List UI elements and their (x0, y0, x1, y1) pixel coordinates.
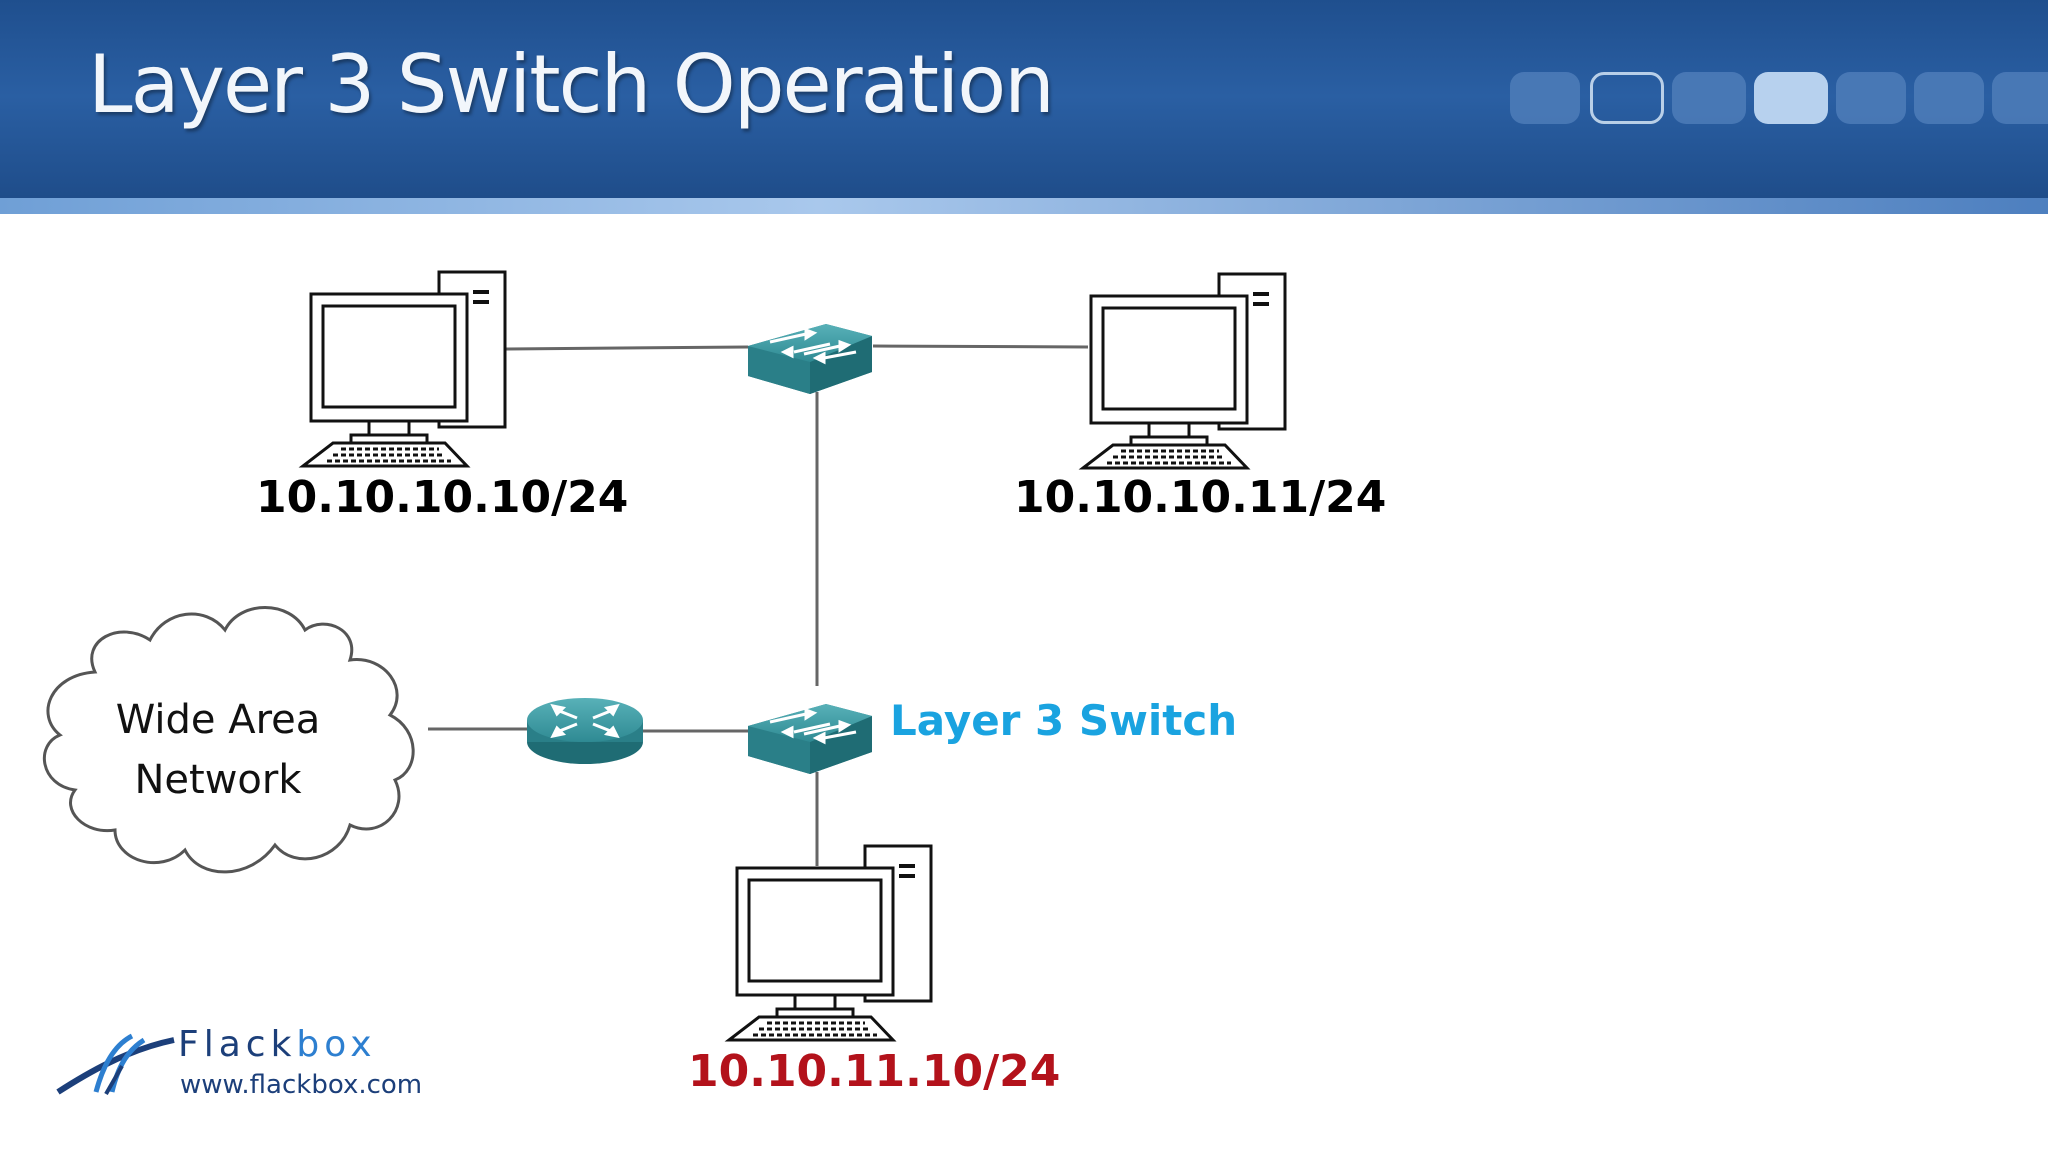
desktop-computer-icon (727, 844, 933, 1042)
tile (1914, 72, 1984, 124)
wan-line-2: Network (134, 757, 302, 803)
network-links (428, 344, 1089, 866)
link-pc1-switch (504, 345, 749, 351)
host-ip-label: 10.10.11.10/24 (688, 1046, 1061, 1097)
page-title: Layer 3 Switch Operation (88, 38, 1055, 131)
tile (1590, 72, 1664, 124)
tile (1672, 72, 1746, 124)
decorative-tiles (1506, 72, 2048, 126)
host-ip-label: 10.10.10.10/24 (256, 472, 629, 523)
logo-url: www.flackbox.com (180, 1070, 423, 1100)
link-switch-pc2 (872, 344, 1089, 349)
cloud-icon (43, 606, 415, 874)
host-ip-label: 10.10.10.11/24 (1014, 472, 1387, 523)
switch-icon (746, 702, 874, 776)
tile (1836, 72, 1906, 124)
logo-flack: Flack (178, 1024, 297, 1065)
title-banner: Layer 3 Switch Operation (0, 0, 2048, 214)
desktop-computer-icon (1081, 272, 1287, 470)
logo-wordmark: Flackbox (178, 1024, 377, 1065)
bridge-logo-icon (56, 1033, 175, 1095)
flackbox-logo: Flackbox www.flackbox.com (56, 1018, 456, 1108)
wan-line-1: Wide Area (115, 697, 321, 743)
desktop-computer-icon (301, 270, 507, 468)
layer3-switch-label: Layer 3 Switch (890, 696, 1238, 745)
tile (1992, 72, 2048, 124)
banner-glow (0, 198, 2048, 214)
logo-box: box (296, 1024, 377, 1065)
switch-icon (746, 322, 874, 396)
router-icon (525, 696, 645, 766)
tile (1754, 72, 1828, 124)
tile (1510, 72, 1580, 124)
wan-cloud-label: Wide Area Network (68, 690, 368, 810)
